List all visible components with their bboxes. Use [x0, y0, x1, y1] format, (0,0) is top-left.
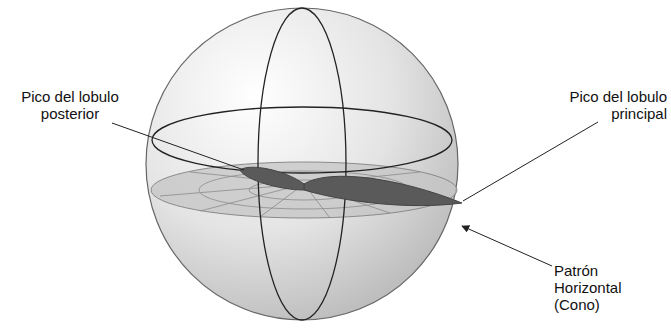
leader-lines: [112, 122, 598, 266]
callout-label: Pico del lobulo principal: [545, 88, 667, 122]
callout-label: Pico del lobulo posterior: [4, 88, 136, 122]
sphere: [146, 8, 462, 320]
callout-label: Patrón Horizontal (Cono): [554, 262, 668, 313]
